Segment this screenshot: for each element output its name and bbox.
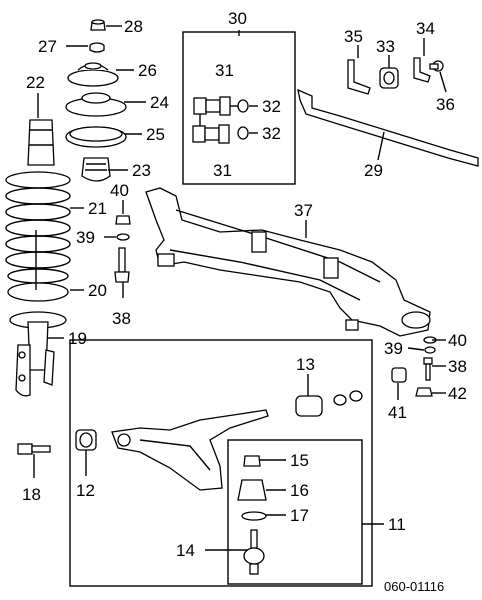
callout-33: 33 [376,37,395,56]
callout-37: 37 [294,201,313,220]
callout-42: 42 [448,384,467,403]
ball-joint-nut-part [243,455,261,467]
callout-39-left: 39 [76,228,95,247]
strut-body-part [9,311,67,397]
bump-stop-part [81,157,111,182]
bushing-12-part [75,429,97,451]
ball-joint-part [243,529,265,575]
callout-31-bottom: 31 [213,161,232,180]
callout-12: 12 [76,481,95,500]
bushing-13-part [295,390,363,417]
strut-mount-part [67,62,119,87]
stabilizer-link-lower [192,114,249,144]
washer-part [89,42,105,53]
leader-lines [33,25,447,551]
callout-23: 23 [132,161,151,180]
callout-22: 22 [26,73,45,92]
callout-32-bottom: 32 [262,124,281,143]
callout-29: 29 [364,161,383,180]
callout-40-right: 40 [448,331,467,350]
upper-spring-seat-part [65,92,127,117]
callout-31-top: 31 [215,61,234,80]
stabilizer-link-upper [193,96,249,116]
callout-36: 36 [436,95,455,114]
ball-joint-boot-part [237,479,267,501]
callout-16: 16 [290,481,309,500]
callout-13: 13 [296,355,315,374]
lower-arm-box [69,339,373,587]
callout-18: 18 [22,485,41,504]
callout-11: 11 [388,515,406,534]
callout-41: 41 [388,403,407,422]
clamp-34-part [413,57,431,83]
callout-27: 27 [38,37,57,56]
bushing-41-part [391,367,407,383]
bolt-38-left [114,247,130,283]
washer-39-left [116,233,130,241]
callout-26: 26 [138,61,157,80]
bolt-38-right [423,357,433,381]
callout-38-left: 38 [112,309,131,328]
callout-17: 17 [290,506,309,525]
callout-25: 25 [146,125,165,144]
stabilizer-bar-part [297,88,479,167]
callout-35: 35 [344,27,363,46]
coil-spring-part [5,171,71,284]
washer-39-right [424,346,436,354]
callout-19: 19 [68,329,87,348]
callout-28: 28 [124,17,143,36]
retaining-ring-part [241,511,267,521]
callout-39-right: 39 [384,339,403,358]
crossmember-part [145,187,431,337]
bushing-33-part [379,67,399,89]
dust-boot-part [27,119,55,166]
callout-40-left: 40 [110,181,129,200]
callout-14: 14 [176,541,195,560]
lower-arm-part [111,409,269,491]
nut-40-left [115,215,131,225]
callout-21: 21 [88,199,107,218]
callout-34: 34 [416,19,435,38]
callout-32-top: 32 [262,97,281,116]
bolt-36-part [429,60,444,72]
callout-30: 30 [228,9,247,28]
nut-42-part [415,387,433,397]
ball-joint-box [227,439,363,585]
top-nut-part [90,19,106,31]
callout-15: 15 [290,451,309,470]
bolt-18-part [17,443,51,455]
lower-spring-seat-part [7,230,69,302]
callout-20: 20 [88,281,107,300]
diagram-code: 060-01116 [384,579,444,594]
bracket-35-part [347,59,371,95]
callout-38-right: 38 [448,357,467,376]
spring-insulator-part [65,126,127,148]
callout-24: 24 [150,93,169,112]
